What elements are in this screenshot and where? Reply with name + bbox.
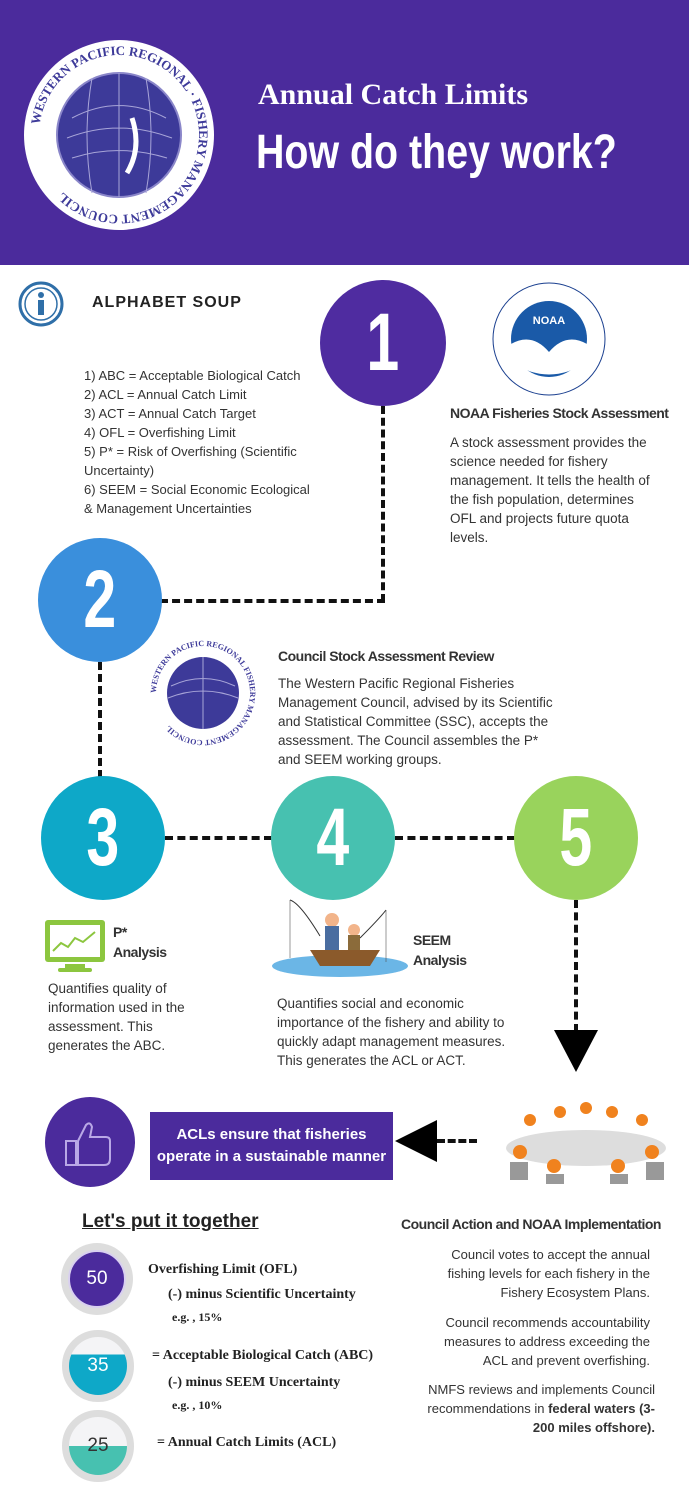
council-action-p2: Council recommends accountability measur… [444, 1315, 650, 1368]
council-action-p1: Council votes to accept the annual fishi… [447, 1247, 650, 1300]
connector [437, 1139, 477, 1143]
thumbs-up-icon [45, 1097, 135, 1187]
step-4-number: 4 [316, 792, 350, 883]
glossary-heading: ALPHABET SOUP [92, 294, 242, 311]
ofl-example: e.g. , 15% [172, 1310, 223, 1324]
ofl-label: Overfishing Limit (OFL) [148, 1262, 298, 1277]
step-1-circle: 1 [320, 280, 446, 406]
step-5-circle: 5 [514, 776, 638, 900]
glossary-item: 6) SEEM = Social Economic Ecological & M… [84, 482, 310, 516]
step-3-number: 3 [86, 792, 120, 883]
monitor-chart-icon [45, 920, 105, 972]
gauge-abc: 35 [62, 1330, 134, 1402]
noaa-logo: NOAA [492, 282, 606, 396]
page-title: Annual Catch Limits [258, 78, 529, 111]
info-icon [18, 281, 64, 327]
council-logo-small: WESTERN PACIFIC REGIONAL FISHERY MANAGEM… [147, 637, 259, 749]
abc-label: = Acceptable Biological Catch (ABC) [152, 1348, 374, 1363]
connector [98, 662, 102, 778]
step-5-number: 5 [559, 792, 593, 883]
connector [395, 836, 515, 840]
ofl-note: (-) minus Scientific Uncertainty [168, 1287, 356, 1302]
council-logo: WESTERN PACIFIC REGIONAL · FISHERY MANAG… [24, 40, 214, 230]
connector [160, 599, 385, 603]
gauge-acl: 25 [62, 1410, 134, 1482]
arrow-down-icon [554, 1030, 598, 1072]
council-action-heading: Council Action and NOAA Implementation [401, 1216, 661, 1232]
arrow-left-icon [395, 1120, 437, 1162]
abc-note: (-) minus SEEM Uncertainty [168, 1375, 341, 1390]
together-heading: Let's put it together [82, 1211, 259, 1232]
step-1-text: A stock assessment provides the science … [450, 435, 650, 545]
step-2-number: 2 [83, 554, 117, 645]
step-1-number: 1 [366, 297, 400, 388]
glossary-list: 1) ABC = Acceptable Biological Catch 2) … [84, 366, 314, 518]
connector [381, 406, 385, 602]
step-3-text: Quantifies quality of information used i… [48, 981, 185, 1053]
council-meeting-illustration [506, 1102, 666, 1184]
step-2-heading: Council Stock Assessment Review [278, 648, 494, 664]
glossary-item: 4) OFL = Overfishing Limit [84, 425, 236, 440]
step-4-circle: 4 [271, 776, 395, 900]
step-2-text: The Western Pacific Regional Fisheries M… [278, 676, 553, 767]
step-2-circle: 2 [38, 538, 162, 662]
sustainability-banner [150, 1112, 393, 1180]
connector [165, 836, 272, 840]
gauge-value: 50 [86, 1268, 108, 1289]
glossary-item: 1) ABC = Acceptable Biological Catch [84, 368, 301, 383]
step-4-text: Quantifies social and economic importanc… [277, 996, 506, 1068]
council-action-p3: NMFS reviews and implements Council reco… [427, 1382, 655, 1435]
abc-example: e.g. , 10% [172, 1398, 223, 1412]
connector [574, 900, 578, 1032]
gauge-ofl: 50 [61, 1243, 133, 1315]
svg-text:NOAA: NOAA [533, 315, 565, 327]
acl-label: = Annual Catch Limits (ACL) [157, 1435, 337, 1450]
step-1-heading: NOAA Fisheries Stock Assessment [450, 405, 669, 421]
step-3-circle: 3 [41, 776, 165, 900]
glossary-item: 2) ACL = Annual Catch Limit [84, 387, 247, 402]
page-subtitle: How do they work? [256, 126, 617, 179]
glossary-item: 5) P* = Risk of Overfishing (Scientific … [84, 444, 297, 478]
glossary-item: 3) ACT = Annual Catch Target [84, 406, 256, 421]
gauge-value: 25 [87, 1435, 109, 1456]
fishermen-boat-illustration [272, 899, 408, 977]
gauge-value: 35 [87, 1355, 109, 1376]
step-3-heading: P*Analysis [113, 924, 167, 960]
